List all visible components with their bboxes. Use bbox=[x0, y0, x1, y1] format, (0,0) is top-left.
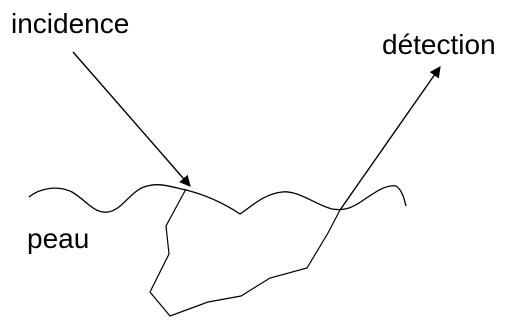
skin-label: peau bbox=[27, 223, 90, 254]
detection-label: détection bbox=[382, 29, 496, 60]
incidence-arrow bbox=[72, 51, 191, 187]
skin-surface-line bbox=[28, 184, 407, 215]
detection-arrow bbox=[339, 66, 441, 211]
incidence-label: incidence bbox=[11, 8, 130, 39]
scattering-path bbox=[149, 188, 341, 317]
